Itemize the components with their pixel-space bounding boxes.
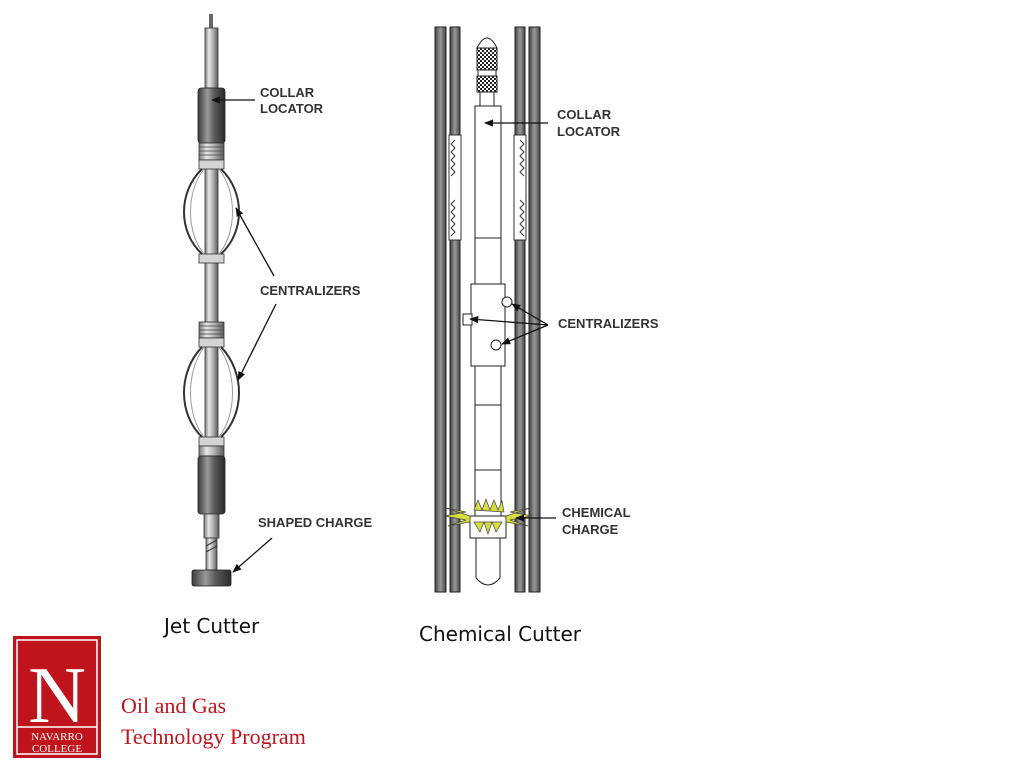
- jet-label-centralizers: CENTRALIZERS: [260, 283, 361, 298]
- cutter-slot: [205, 539, 218, 553]
- cable-head-nose: [476, 37, 498, 49]
- collar-threads-left: [450, 139, 456, 237]
- collar-coupling: [198, 142, 225, 161]
- cable-head-body: [204, 27, 219, 89]
- program-title-line1: Oil and Gas: [121, 693, 227, 718]
- cutter-head: [191, 569, 232, 587]
- program-title-line2: Technology Program: [121, 724, 306, 749]
- jet-label-shaped-charge: SHAPED CHARGE: [258, 515, 372, 530]
- tubing-wall-left: [449, 26, 461, 593]
- centralizer-block: [470, 283, 506, 367]
- lower-coupling: [198, 445, 225, 457]
- arrow-centralizer-upper: [235, 207, 275, 277]
- bottom-nose: [475, 537, 501, 586]
- chemical-cutter-tool: [434, 26, 541, 593]
- logo-letter: N: [28, 652, 86, 740]
- cable-head: [209, 14, 213, 28]
- centralizer-button-upper: [501, 296, 513, 308]
- lower-centralizer: [183, 337, 240, 447]
- charge-housing: [197, 455, 226, 515]
- centralizer-button-lower: [490, 339, 502, 351]
- chem-label-collar: COLLAR: [557, 107, 612, 122]
- chem-label-chemical-charge: CHEMICAL CHARGE: [562, 505, 634, 537]
- jet-label-locator: LOCATOR: [260, 101, 324, 116]
- logo-line-navarro: NAVARRO: [31, 731, 83, 743]
- casing-outer-left: [434, 26, 447, 593]
- cable-head-band-1: [476, 47, 498, 71]
- logo-inner-border: [16, 639, 98, 755]
- cable-head-neck: [479, 91, 495, 107]
- jet-cutter-caption: Jet Cutter: [164, 614, 260, 638]
- jet-label-collar-locator: COLLAR LOCATOR: [260, 85, 324, 116]
- navarro-college-logo: N NAVARRO COLLEGE: [13, 636, 101, 758]
- mid-coupling-threads: [199, 325, 224, 335]
- charge-sub: [203, 513, 220, 539]
- arrow-centralizer-lower: [237, 303, 277, 381]
- chemical-cutter-caption: Chemical Cutter: [419, 622, 582, 646]
- program-title: Oil and Gas Technology Program: [121, 690, 306, 752]
- chem-arrow-centralizer-lower: [501, 324, 549, 345]
- cable-head-gap: [477, 69, 497, 77]
- jet-cutter-arrows: [211, 96, 277, 573]
- chem-arrow-centralizer-left: [469, 315, 549, 326]
- casing-outer-right: [528, 26, 541, 593]
- tool-joints: [475, 237, 501, 471]
- coupling-thread-lines: [199, 146, 224, 156]
- tool-mandrel: [204, 159, 219, 471]
- chem-label-locator: LOCATOR: [557, 124, 621, 139]
- chem-label-collar-locator: COLLAR LOCATOR: [557, 107, 621, 139]
- chem-label-centralizers: CENTRALIZERS: [558, 316, 659, 331]
- chem-arrow-centralizer-upper: [511, 303, 549, 326]
- arrow-shaped-charge: [232, 537, 273, 573]
- logo-line-college: COLLEGE: [32, 743, 82, 755]
- chemical-cutter-arrows: [469, 119, 556, 522]
- collar-threads-right: [519, 139, 525, 237]
- logo-background: [13, 636, 101, 758]
- collar-locator-body: [197, 87, 226, 144]
- chem-label-charge: CHARGE: [562, 522, 619, 537]
- cable-head-band-2: [476, 75, 498, 93]
- jet-label-collar: COLLAR: [260, 85, 315, 100]
- chem-label-chemical: CHEMICAL: [562, 505, 631, 520]
- tubing-wall-right: [514, 26, 526, 593]
- jet-cutter-tool: [183, 14, 240, 587]
